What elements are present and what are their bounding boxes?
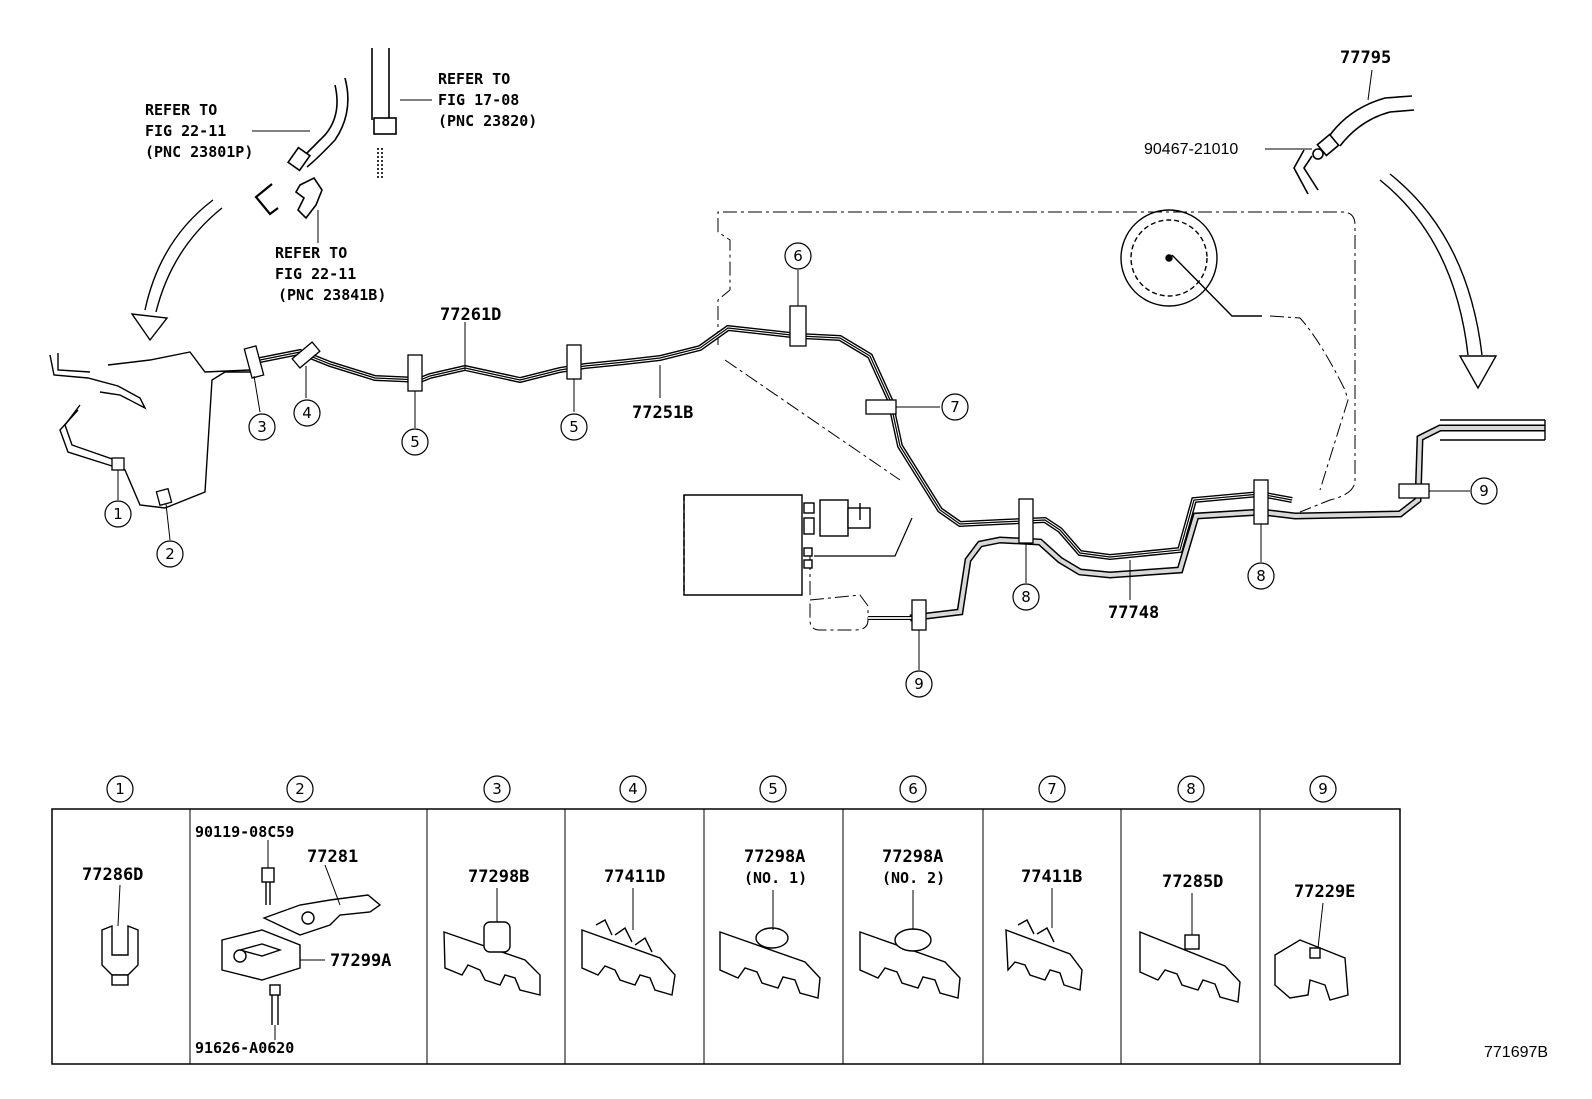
clamp-77411b-icon bbox=[1005, 888, 1083, 991]
callout-4: 4 bbox=[302, 404, 312, 422]
callout-9a: 9 bbox=[1479, 482, 1489, 500]
cell-5-note: (NO. 1) bbox=[744, 869, 807, 887]
cell-4-part: 77411D bbox=[604, 867, 665, 887]
arrow-left-curved bbox=[130, 199, 223, 342]
clamp-77229e-icon bbox=[1274, 902, 1349, 1001]
callout-6: 6 bbox=[793, 247, 803, 265]
svg-text:FIG 22-11: FIG 22-11 bbox=[275, 265, 356, 283]
callout-1: 1 bbox=[113, 505, 123, 523]
callout-3: 3 bbox=[257, 418, 267, 436]
callout-2: 2 bbox=[165, 545, 175, 563]
svg-text:(PNC 23841B): (PNC 23841B) bbox=[278, 286, 386, 304]
refer-label-fig-22-11-23801p: REFER TO FIG 22-11 (PNC 23801P) bbox=[145, 101, 253, 161]
refer-label-fig-17-08-23820: REFER TO FIG 17-08 (PNC 23820) bbox=[438, 70, 537, 130]
fuel-line-main bbox=[259, 324, 1293, 561]
cell-8-part: 77285D bbox=[1162, 872, 1223, 892]
clamp-77411d-icon bbox=[581, 888, 676, 996]
cell-9-part: 77229E bbox=[1294, 882, 1355, 902]
table-header-5: 5 bbox=[768, 780, 778, 798]
svg-text:REFER TO: REFER TO bbox=[145, 101, 217, 119]
callout-9b: 9 bbox=[914, 675, 924, 693]
part-77748: 77748 bbox=[1108, 603, 1159, 623]
cell-2-screw: 91626-A0620 bbox=[195, 1039, 294, 1057]
table-header-4: 4 bbox=[628, 780, 638, 798]
svg-text:FIG 22-11: FIG 22-11 bbox=[145, 122, 226, 140]
table-header-8: 8 bbox=[1186, 780, 1196, 798]
diagram-code: 771697B bbox=[1484, 1044, 1548, 1061]
table-header-7: 7 bbox=[1047, 780, 1057, 798]
part-77795: 77795 bbox=[1340, 48, 1391, 68]
svg-text:REFER TO: REFER TO bbox=[275, 244, 347, 262]
callout-leaders bbox=[117, 270, 1470, 670]
callout-5b: 5 bbox=[569, 418, 579, 436]
svg-text:(PNC 23801P): (PNC 23801P) bbox=[145, 143, 253, 161]
fuel-line-left-end bbox=[49, 351, 262, 509]
cell-6-part: 77298A bbox=[882, 847, 943, 867]
fuel-gauge-sender bbox=[1120, 209, 1262, 317]
callout-circles bbox=[104, 242, 1498, 698]
callout-7: 7 bbox=[950, 398, 960, 416]
clamp-77298b-icon bbox=[443, 888, 541, 996]
part-90467-21010: 90467-21010 bbox=[1144, 141, 1238, 158]
hose-77795 bbox=[1293, 95, 1415, 195]
callout-5a: 5 bbox=[410, 433, 420, 451]
fuel-inlet-pipe bbox=[1440, 419, 1546, 441]
hose-upper-left bbox=[254, 77, 349, 220]
clamp-table: 1 2 3 4 5 6 7 8 9 77286D 90119-08C59 772… bbox=[51, 775, 1401, 1065]
part-77251b: 77251B bbox=[632, 403, 693, 423]
cell-7-part: 77411B bbox=[1021, 867, 1082, 887]
cell-5-part: 77298A bbox=[744, 847, 805, 867]
svg-text:(PNC 23820): (PNC 23820) bbox=[438, 112, 537, 130]
cell-2-clamp: 77299A bbox=[330, 951, 391, 971]
cell-1-part: 77286D bbox=[82, 865, 143, 885]
cell-3-part: 77298B bbox=[468, 867, 529, 887]
callout-numbers: 1 2 3 4 5 5 6 7 8 8 9 9 bbox=[113, 247, 1489, 693]
cell-2-bracket: 77281 bbox=[307, 847, 358, 867]
hose-upper-center bbox=[371, 48, 397, 180]
table-header-9: 9 bbox=[1318, 780, 1328, 798]
callout-8b: 8 bbox=[1256, 567, 1266, 585]
table-header-6: 6 bbox=[908, 780, 918, 798]
cell-2-bolt: 90119-08C59 bbox=[195, 823, 294, 841]
table-header-3: 3 bbox=[492, 780, 502, 798]
clamp-77298a-no1-icon bbox=[719, 890, 821, 999]
clamp-77298a-no2-icon bbox=[859, 890, 961, 999]
cell-6-note: (NO. 2) bbox=[882, 869, 945, 887]
table-header-2: 2 bbox=[295, 780, 305, 798]
charcoal-canister bbox=[683, 494, 871, 596]
arrow-right-curved bbox=[1379, 173, 1498, 390]
table-header-1: 1 bbox=[115, 780, 125, 798]
part-77261d: 77261D bbox=[440, 305, 501, 325]
refer-label-fig-22-11-23841b: REFER TO FIG 22-11 (PNC 23841B) bbox=[275, 244, 386, 304]
clamp-77285d-icon bbox=[1139, 893, 1241, 1003]
bracket-assembly-icon bbox=[221, 840, 382, 1040]
clamp-markers bbox=[111, 305, 1430, 631]
clip-77286d-icon bbox=[101, 884, 139, 986]
callout-8a: 8 bbox=[1021, 588, 1031, 606]
svg-text:REFER TO: REFER TO bbox=[438, 70, 510, 88]
svg-text:FIG 17-08: FIG 17-08 bbox=[438, 91, 519, 109]
